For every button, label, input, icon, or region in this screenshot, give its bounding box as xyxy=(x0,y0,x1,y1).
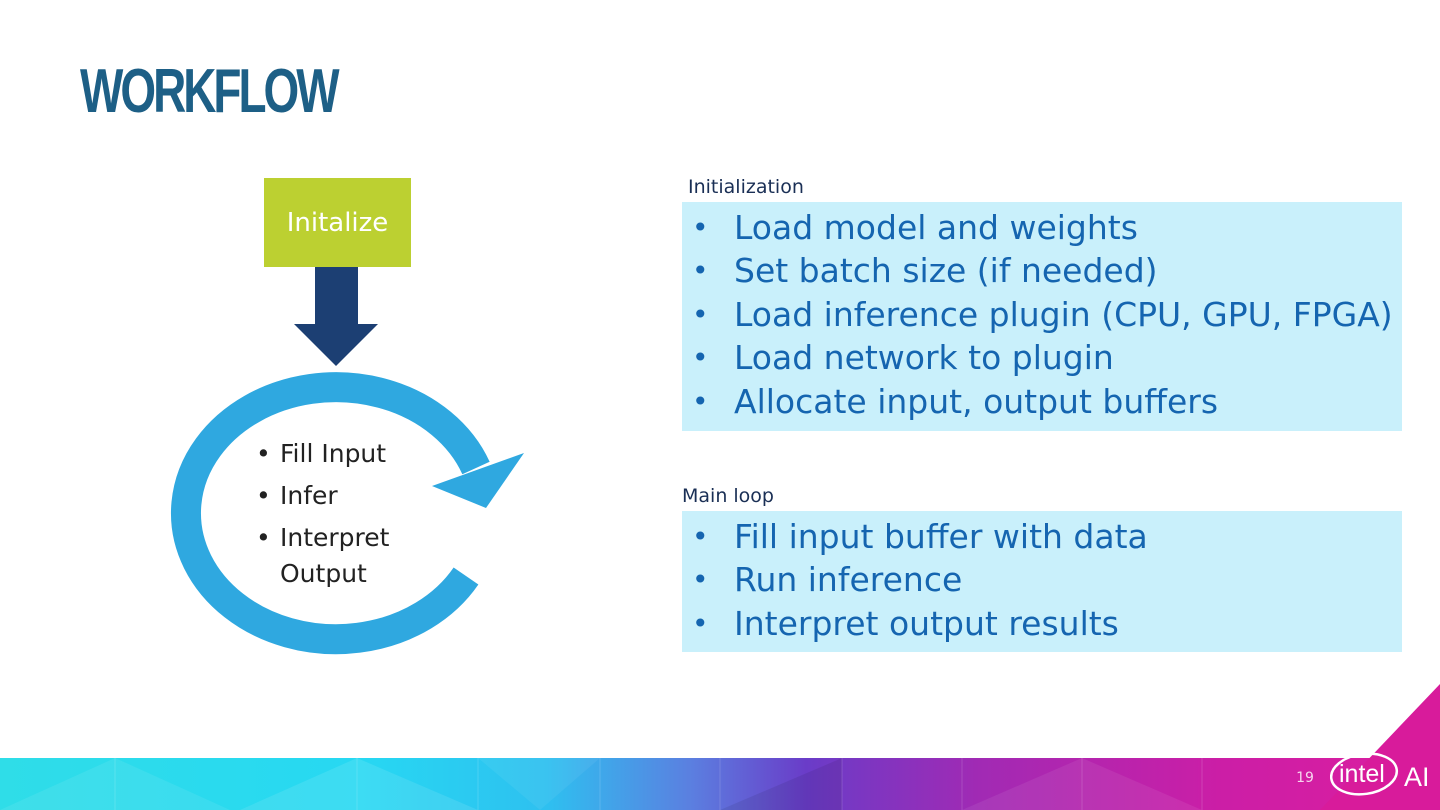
initialize-box: Initalize xyxy=(264,178,411,267)
loop-arrow-icon xyxy=(170,372,490,655)
initialization-panel: Load model and weights Set batch size (i… xyxy=(682,202,1402,431)
list-item: Allocate input, output buffers xyxy=(690,380,1402,424)
list-item: Load model and weights xyxy=(690,206,1402,250)
initialization-heading: Initialization xyxy=(688,176,804,198)
list-item: Load inference plugin (CPU, GPU, FPGA) xyxy=(690,293,1402,337)
down-arrow-icon xyxy=(294,266,378,366)
list-item: Fill input buffer with data xyxy=(690,515,1402,559)
initialize-label: Initalize xyxy=(286,207,389,238)
list-item: Run inference xyxy=(690,558,1402,602)
initialization-list: Load model and weights Set batch size (i… xyxy=(690,206,1402,423)
loop-arrowhead-icon xyxy=(432,453,524,508)
workflow-diagram xyxy=(170,266,524,655)
main-loop-panel: Fill input buffer with data Run inferenc… xyxy=(682,511,1402,652)
corner-accent-triangle xyxy=(1320,684,1440,810)
loop-step: Infer xyxy=(254,478,444,514)
footer-decorative-band xyxy=(0,758,1440,810)
intel-ai-logo: intel AI xyxy=(1330,752,1430,796)
logo-wordmark: intel xyxy=(1339,760,1385,788)
slide-title: WORKFLOW xyxy=(80,57,340,126)
loop-step: Fill Input xyxy=(254,436,444,472)
main-loop-list: Fill input buffer with data Run inferenc… xyxy=(690,515,1402,646)
list-item: Set batch size (if needed) xyxy=(690,249,1402,293)
main-loop-heading: Main loop xyxy=(682,485,774,507)
loop-step: Interpret Output xyxy=(254,520,444,592)
page-number: 19 xyxy=(1296,770,1314,786)
logo-suffix: AI xyxy=(1404,762,1430,792)
list-item: Load network to plugin xyxy=(690,336,1402,380)
loop-steps-list: Fill Input Infer Interpret Output xyxy=(254,436,444,598)
list-item: Interpret output results xyxy=(690,602,1402,646)
